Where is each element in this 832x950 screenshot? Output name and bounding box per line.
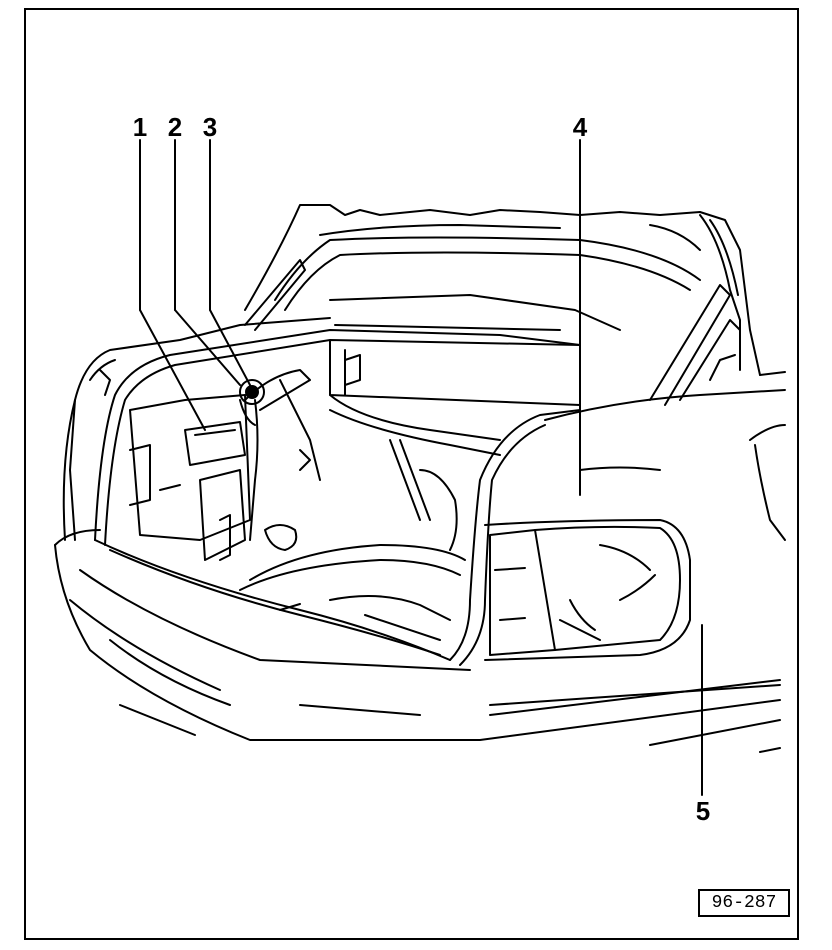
callout-5: 5: [696, 796, 710, 826]
callout-2: 2: [168, 112, 182, 142]
diagram-frame: [24, 8, 799, 940]
trunk-floor: [239, 439, 466, 641]
figure-reference: 96-287: [698, 889, 790, 917]
callout-3: 3: [203, 112, 217, 142]
right-body-panel: [484, 371, 786, 661]
left-body-panel: [62, 317, 331, 541]
parcel-shelf: [329, 294, 621, 456]
callout-4: 4: [573, 112, 588, 142]
tail-light: [489, 525, 681, 656]
trunk-side-components: [129, 369, 321, 561]
round-component: [239, 379, 265, 426]
leader-lines: [139, 139, 703, 796]
trunk-opening: [94, 329, 581, 666]
callout-labels: 1 2 3 4 5: [133, 112, 710, 826]
lid-hinges: [244, 259, 741, 406]
rear-bumper: [54, 529, 781, 753]
callout-1: 1: [133, 112, 147, 142]
trunk-lid: [244, 204, 761, 376]
